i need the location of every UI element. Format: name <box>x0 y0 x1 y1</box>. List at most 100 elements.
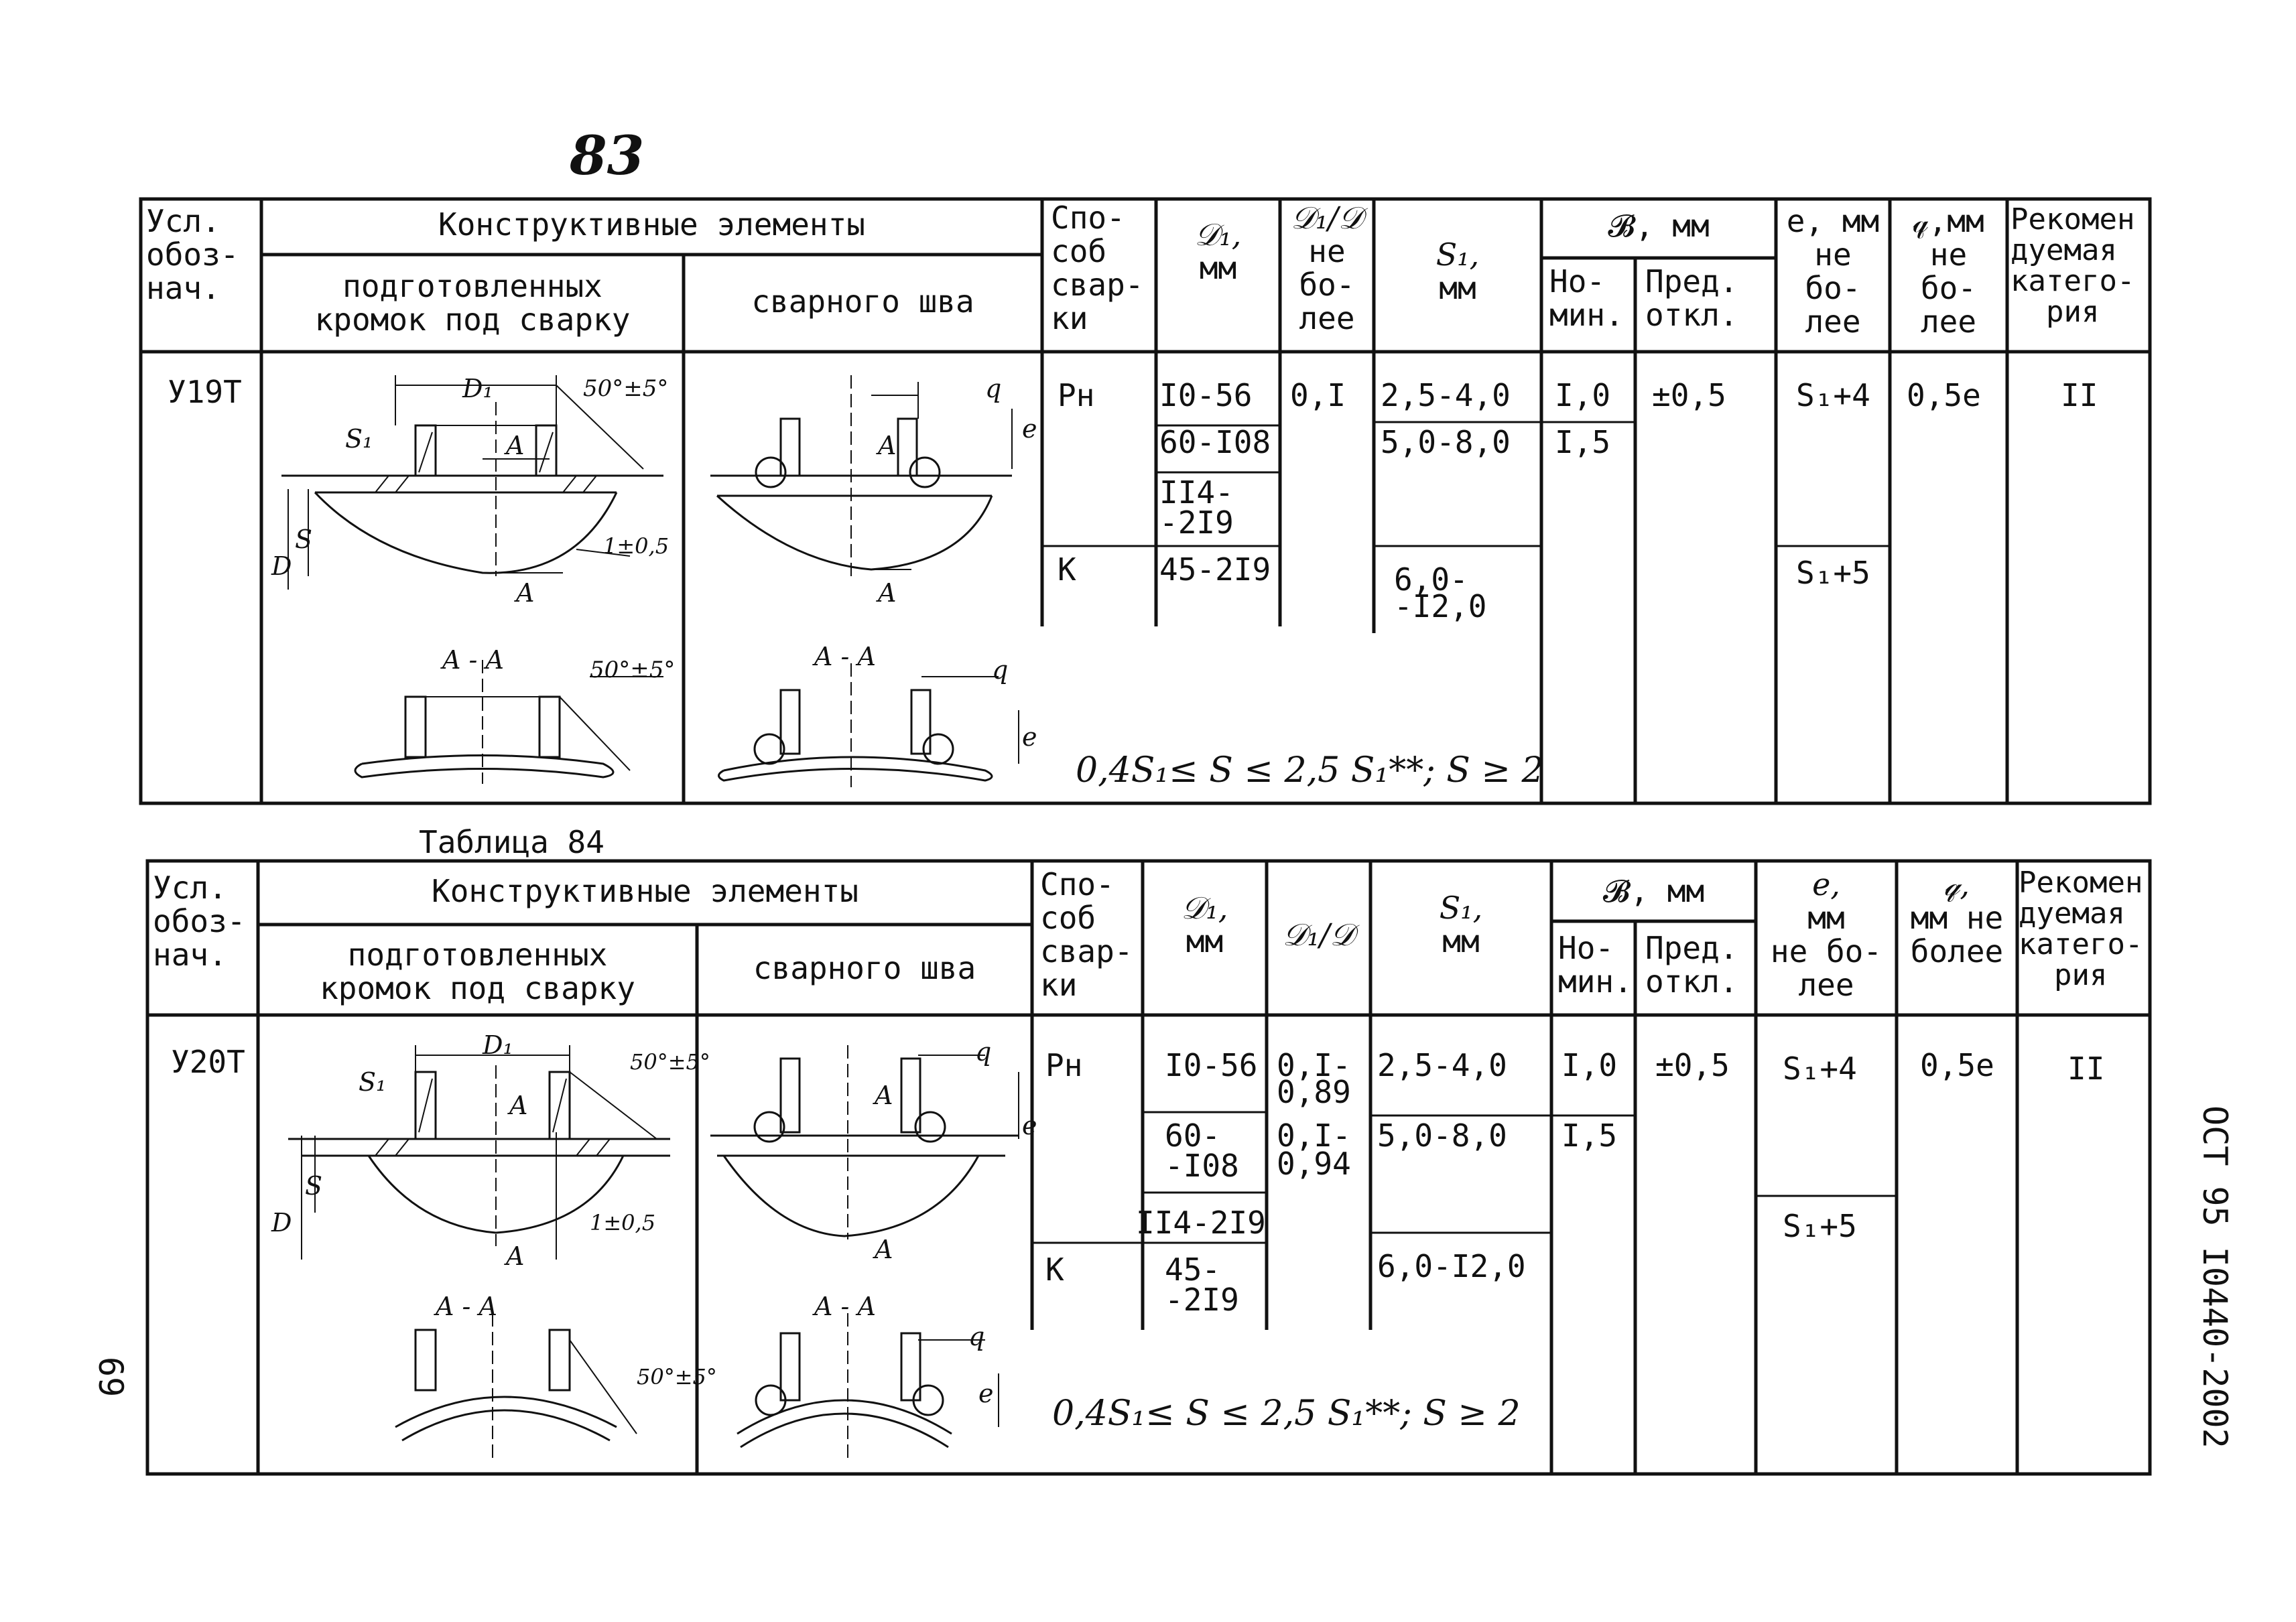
t2-head-constructive: Конструктивные элементы <box>432 873 858 909</box>
label2-q: q <box>975 1037 992 1067</box>
t1-d1-2: II4- <box>1159 474 1234 511</box>
t1-head-b-nom: Но-мин. <box>1549 263 1624 333</box>
page-number-top: 83 <box>570 124 645 187</box>
label-e-section: e <box>1022 722 1037 752</box>
t1-method-rh: Рн <box>1058 377 1095 413</box>
label-angle-section: 50°±5° <box>590 657 676 683</box>
sketch-t1-weld-section <box>718 663 1019 787</box>
sketch-t2-prepared-section <box>395 1313 637 1461</box>
t2-method-k: К <box>1045 1252 1064 1288</box>
t2-e-1: S₁+5 <box>1783 1208 1857 1244</box>
t2-caption: Таблица 84 <box>419 824 604 860</box>
label-q-section: q <box>992 655 1009 685</box>
label2-angle-section: 50°±5° <box>637 1364 717 1390</box>
t1-head-constructive: Конструктивные элементы <box>438 206 865 243</box>
t2-d1d-3: 0,94 <box>1277 1146 1351 1182</box>
t1-s1-2: 6,0- <box>1394 561 1468 598</box>
label2-section-weld: A - A <box>814 1292 876 1321</box>
label2-e: e <box>1022 1111 1037 1140</box>
t1-s1-3: -I2,0 <box>1394 588 1487 624</box>
t1-head-d1: 𝒟₁,мм <box>1194 216 1242 286</box>
t1-d1-0: I0-56 <box>1159 377 1253 413</box>
label-d1: D₁ <box>462 374 493 403</box>
label-d: D <box>271 551 292 581</box>
t2-head-designation: Усл.обоз-нач. <box>153 870 246 973</box>
t1-note: 0,4S₁≤ S ≤ 2,5 S₁**; S ≥ 2 <box>1076 750 1544 791</box>
sketch-t1-prepared-section <box>354 660 663 784</box>
t1-b-nom-0: I,0 <box>1555 377 1611 413</box>
label-s: S <box>295 525 313 554</box>
t2-head-s1: S₁,мм <box>1439 890 1483 959</box>
t1-category: II <box>2061 377 2098 413</box>
t2-s1-0: 2,5-4,0 <box>1377 1047 1507 1083</box>
t2-q: 0,5e <box>1920 1047 1994 1083</box>
label2-e-section: e <box>978 1379 994 1408</box>
t2-s1-2: 6,0-I2,0 <box>1377 1248 1526 1284</box>
sketch-t2-prepared <box>288 1045 670 1260</box>
t1-head-b: 𝓑, мм <box>1608 208 1710 244</box>
sketch-t1-weld <box>710 375 1013 576</box>
sketch-t2-weld-section <box>737 1313 999 1461</box>
t2-d1-5: -2I9 <box>1165 1282 1239 1318</box>
t2-d1d-2: 0,I- <box>1277 1118 1351 1154</box>
sketch-t1-prepared <box>281 375 663 590</box>
label2-section: A - A <box>436 1292 497 1321</box>
t2-head-d1: 𝒟₁,мм <box>1181 890 1228 959</box>
t2-d1d-0: 0,I- <box>1277 1047 1351 1083</box>
t1-head-b-dev: Пред.откл. <box>1645 263 1738 333</box>
label-s1: S₁ <box>345 424 373 454</box>
t1-head-weld: сварного шва <box>751 283 974 320</box>
t1-e-1: S₁+5 <box>1796 555 1870 591</box>
label2-a-weld-bottom: A <box>875 1235 893 1264</box>
t1-d1-1: 60-I08 <box>1159 424 1271 460</box>
label2-a-weld: A <box>875 1081 893 1110</box>
t1-s1-0: 2,5-4,0 <box>1381 377 1511 413</box>
t1-code: У19Т <box>168 374 242 410</box>
t1-d1-4: 45-2I9 <box>1159 551 1271 588</box>
t2-head-weld: сварного шва <box>753 950 976 986</box>
label2-a: A <box>509 1091 528 1120</box>
t2-d1-0: I0-56 <box>1165 1047 1258 1083</box>
t2-category: II <box>2067 1051 2105 1087</box>
t1-head-designation: Усл.обоз-нач. <box>146 203 239 306</box>
label-e: e <box>1022 414 1037 444</box>
t1-d1-3: -2I9 <box>1159 504 1234 541</box>
label2-tol: 1±0,5 <box>590 1210 656 1235</box>
t1-d1d: 0,I <box>1290 377 1346 413</box>
label2-d: D <box>271 1208 292 1237</box>
t2-s1-1: 5,0-8,0 <box>1377 1118 1507 1154</box>
t2-d1-1: 60- <box>1165 1118 1221 1154</box>
t2-d1-4: 45- <box>1165 1252 1221 1288</box>
label-a: A <box>506 431 525 460</box>
t2-b-dev: ±0,5 <box>1655 1047 1730 1083</box>
label-tol: 1±0,5 <box>603 533 669 559</box>
t1-e-0: S₁+4 <box>1796 377 1870 413</box>
t2-d1-2: -I08 <box>1165 1148 1239 1184</box>
side-document-code: ОСТ 95 I0440-2002 <box>2195 1105 2234 1448</box>
label2-s1: S₁ <box>359 1067 387 1097</box>
label2-s: S <box>305 1171 323 1201</box>
t2-method-rh: Рн <box>1045 1047 1083 1083</box>
t2-code: У20Т <box>171 1044 245 1080</box>
t2-d1-3: II4-2I9 <box>1136 1205 1266 1241</box>
label-section: A - A <box>442 645 504 675</box>
t2-note: 0,4S₁≤ S ≤ 2,5 S₁**; S ≥ 2 <box>1052 1394 1521 1434</box>
t1-q: 0,5e <box>1907 377 1981 413</box>
t2-head-b: 𝓑, мм <box>1602 873 1705 909</box>
label2-a-bottom: A <box>506 1241 525 1271</box>
t2-head-b-dev: Пред.откл. <box>1645 930 1738 1000</box>
t2-head-b-nom: Но-мин. <box>1558 930 1633 1000</box>
